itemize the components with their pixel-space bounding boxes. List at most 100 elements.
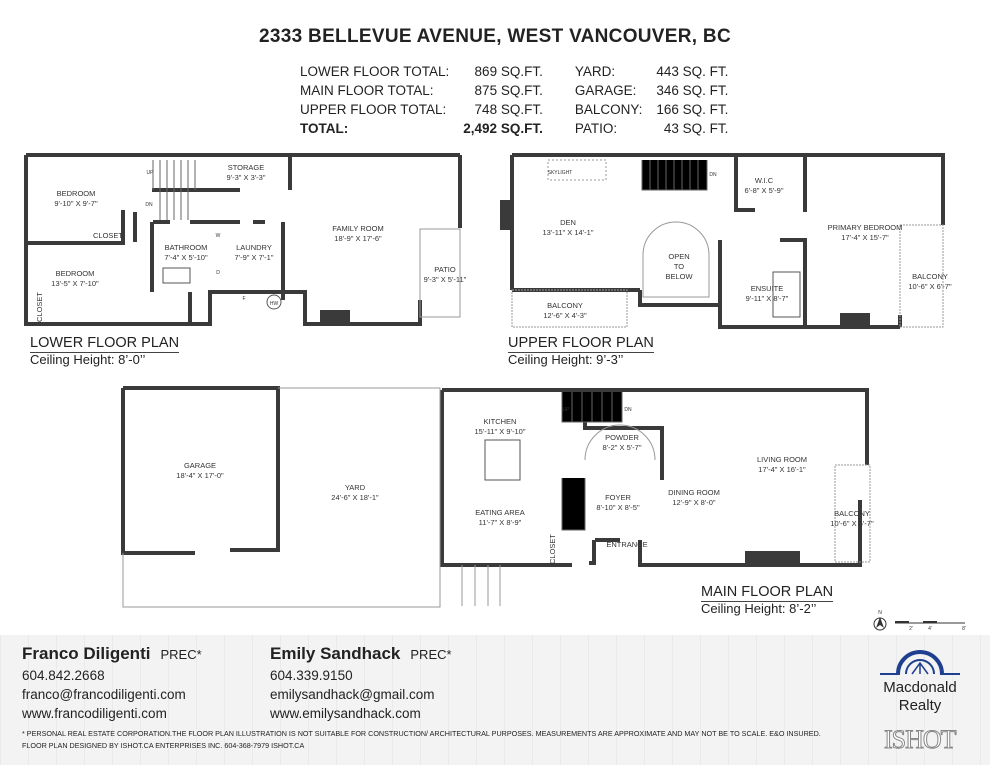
upper-stairs — [641, 160, 708, 191]
totals-label: TOTAL: — [300, 121, 349, 136]
upper-ceiling-height: Ceiling Height: 9’-3’’ — [508, 352, 624, 367]
stair-down-mark: DN — [709, 172, 717, 178]
washer-mark: W — [215, 233, 221, 239]
main-plan-title: MAIN FLOOR PLAN — [701, 584, 834, 602]
scale-tick: 4' — [928, 626, 932, 632]
room-label: CLOSET — [35, 291, 44, 323]
totals-value: 346 SQ. FT. — [656, 83, 729, 98]
powder-arch — [584, 424, 656, 461]
lower-stairs — [152, 160, 196, 220]
designer-credit: FLOOR PLAN DESIGNED BY ISHOT.CA ENTERPRI… — [22, 741, 305, 750]
stair-up-mark: UP — [562, 407, 570, 413]
ensuite-tub — [772, 271, 801, 318]
lower-ceiling-height: Ceiling Height: 8’-0’’ — [30, 352, 146, 367]
macdonald-realty-logo-icon — [880, 650, 960, 675]
room-label: CLOSET — [92, 231, 124, 240]
brokerage-name: Realty — [898, 697, 942, 714]
totals-label: YARD: — [574, 64, 616, 79]
room-label: CLOSET — [548, 533, 557, 565]
fireplace-upper — [840, 313, 870, 327]
totals-label: LOWER FLOOR TOTAL: — [300, 64, 450, 79]
totals-value: 875 SQ.FT. — [474, 83, 543, 98]
main-ceiling-height: Ceiling Height: 8’-2’’ — [701, 601, 817, 616]
agent-email[interactable]: franco@francodiligenti.com — [22, 687, 186, 702]
open-to-below-arch — [642, 221, 710, 298]
fireplace-upper-den — [500, 200, 514, 230]
agent-email[interactable]: emilysandhack@gmail.com — [270, 687, 435, 702]
totals-label: UPPER FLOOR TOTAL: — [300, 102, 447, 117]
lower-plan-title: LOWER FLOOR PLAN — [30, 335, 180, 353]
upper-balcony-outline — [511, 289, 628, 328]
area-totals: LOWER FLOOR TOTAL: 869 SQ.FT. YARD: 443 … — [300, 62, 728, 138]
totals-label: GARAGE: — [574, 83, 637, 98]
totals-value: 869 SQ.FT. — [474, 64, 543, 79]
totals-value: 43 SQ. FT. — [663, 121, 729, 136]
totals-label: MAIN FLOOR TOTAL: — [300, 83, 434, 98]
totals-value: 166 SQ. FT. — [656, 102, 729, 117]
entrance-label: ENTRANCE — [606, 540, 648, 549]
fireplace-main — [745, 551, 800, 565]
stair-up-mark: UP — [146, 170, 154, 176]
agent-phone[interactable]: 604.842.2668 — [22, 668, 105, 683]
skylight-mark: SKYLIGHT — [547, 170, 573, 176]
north-label: N — [878, 610, 882, 616]
main-walls — [440, 388, 869, 567]
patio-outline — [419, 228, 461, 318]
page-title: 2333 BELLEVUE AVENUE, WEST VANCOUVER, BC — [259, 26, 731, 47]
scale-tick: 2' — [909, 626, 913, 632]
totals-value: 443 SQ. FT. — [656, 64, 729, 79]
agent-website[interactable]: www.emilysandhack.com — [270, 706, 421, 721]
yard-outline — [122, 387, 441, 608]
stair-down-mark: DN — [624, 407, 632, 413]
hot-water-mark: HW — [269, 301, 279, 307]
ishot-logo: ISHOT — [884, 725, 958, 755]
scale-tick: 8' — [962, 626, 966, 632]
agent-website[interactable]: www.francodiligenti.com — [22, 706, 167, 721]
stair-down-mark: DN — [145, 202, 153, 208]
lower-walls — [24, 153, 462, 326]
furnace-mark: F — [242, 296, 246, 302]
fireplace-lower — [320, 310, 350, 324]
upper-balcony-right-outline — [899, 224, 944, 328]
kitchen-island — [484, 439, 521, 481]
totals-label: BALCONY: — [574, 102, 643, 117]
main-stairs — [561, 392, 623, 531]
dryer-mark: D — [216, 270, 220, 276]
hot-water-tank — [266, 294, 282, 310]
floor-plan-drawing — [24, 153, 945, 608]
brokerage-name: Macdonald — [883, 679, 957, 696]
totals-value: 2,492 SQ.FT. — [463, 121, 543, 136]
front-steps — [461, 565, 501, 606]
skylight-outline — [547, 159, 607, 181]
upper-plan-title: UPPER FLOOR PLAN — [508, 335, 654, 353]
agent-phone[interactable]: 604.339.9150 — [270, 668, 353, 683]
bathtub-lower — [162, 267, 191, 284]
totals-value: 748 SQ.FT. — [474, 102, 543, 117]
disclaimer: * PERSONAL REAL ESTATE CORPORATION.THE F… — [22, 729, 821, 738]
